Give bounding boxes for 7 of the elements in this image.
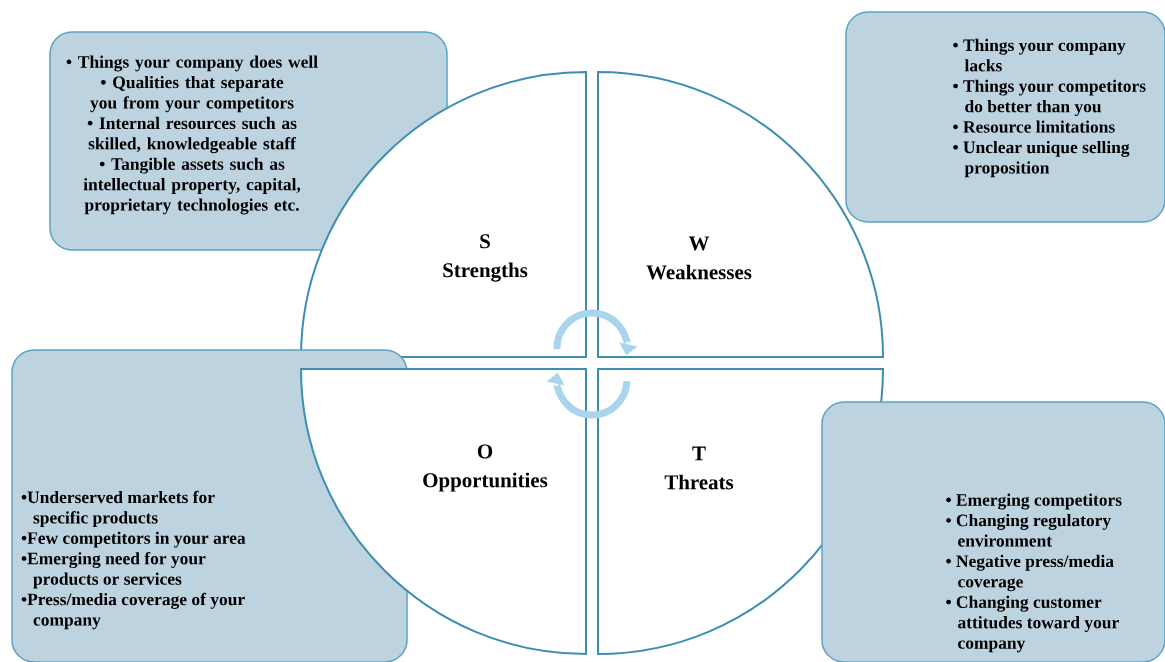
- text-box: • Emerging competitors • Changing regulatory environment • Negative press/media coverage • Changing customer attitudes toward your company: [821, 401, 1165, 662]
- text-box: • Things your company lacks • Things your competitors do better than you • Resource limitations • Unclear unique selling proposition: [845, 11, 1165, 223]
- quadrant: S Strengths: [300, 71, 587, 358]
- node-label: O: [477, 444, 493, 459]
- node-label: Opportunities: [423, 472, 548, 492]
- quadrant: O Opportunities: [300, 368, 587, 655]
- quadrant: W Weaknesses: [597, 71, 884, 358]
